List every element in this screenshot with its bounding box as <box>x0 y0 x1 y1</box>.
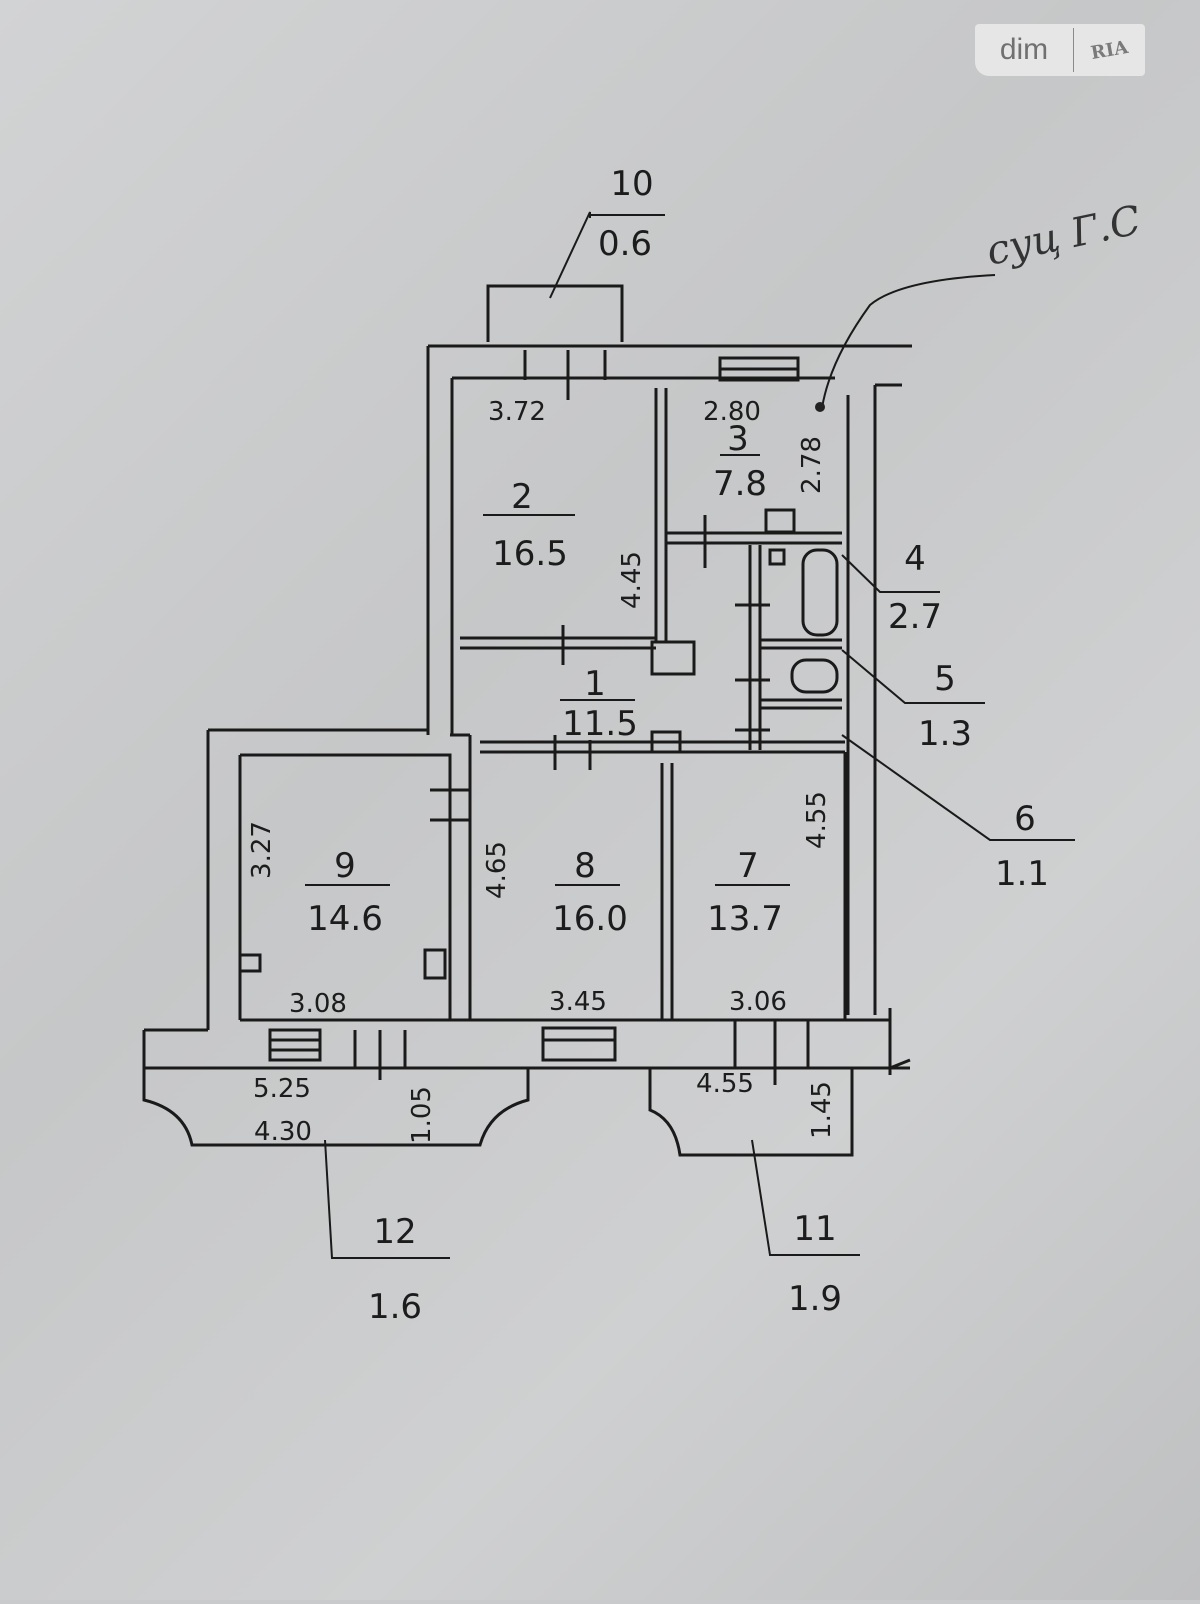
room-12-number: 12 <box>373 1212 416 1252</box>
room-1-area: 11.5 <box>562 704 638 744</box>
room-10-number: 10 <box>610 164 653 204</box>
room-2-number: 2 <box>511 477 533 517</box>
dim-r8-length: 4.65 <box>482 841 512 899</box>
dimria-watermark-logo: dim RIA <box>975 24 1145 76</box>
room-4-area: 2.7 <box>888 597 942 637</box>
room-5-area: 1.3 <box>918 714 972 754</box>
dim-r8-width: 3.45 <box>549 987 607 1017</box>
dim-r3-length: 2.78 <box>797 436 827 494</box>
room-1-number: 1 <box>584 664 606 704</box>
dim-r9-width: 3.08 <box>289 989 347 1019</box>
dim-r3-width: 2.80 <box>703 397 761 427</box>
logo-divider <box>1073 28 1074 72</box>
room-10-area: 0.6 <box>598 224 652 264</box>
dim-b12-inner: 4.30 <box>254 1117 312 1147</box>
room-11-area: 1.9 <box>788 1279 842 1319</box>
dim-b11-depth: 1.45 <box>807 1081 837 1139</box>
walls <box>142 284 912 1157</box>
room-number-underlines <box>305 454 790 886</box>
room-12-area: 1.6 <box>368 1287 422 1327</box>
room-9-number: 9 <box>334 846 356 886</box>
logo-dim: dim <box>999 33 1049 66</box>
room-6-area: 1.1 <box>995 854 1049 894</box>
balcony-12-outline <box>142 1068 530 1147</box>
dim-r2-length: 4.45 <box>617 551 647 609</box>
room-5-number: 5 <box>934 659 956 699</box>
dim-b12-outer: 5.25 <box>253 1074 311 1104</box>
logo-ria: RIA <box>1089 36 1130 64</box>
balcony-10-outline <box>486 284 624 342</box>
handwritten-note: суц Г.С <box>983 197 1145 274</box>
room-4-number: 4 <box>904 539 926 579</box>
room-8-area: 16.0 <box>552 899 628 939</box>
room-11-number: 11 <box>793 1209 836 1249</box>
dim-b12-depth: 1.05 <box>407 1086 437 1144</box>
leader-lines <box>324 211 1075 1259</box>
room-3-number: 3 <box>727 419 749 459</box>
room-2-area: 16.5 <box>492 534 568 574</box>
marker-dot <box>815 402 825 412</box>
room-7-number: 7 <box>737 846 759 886</box>
room-7-area: 13.7 <box>707 899 783 939</box>
balcony-11-outline <box>648 1068 854 1157</box>
dim-r2-width: 3.72 <box>488 397 546 427</box>
room-8-number: 8 <box>574 846 596 886</box>
dim-b11-width: 4.55 <box>696 1069 754 1099</box>
dim-r7-length: 4.55 <box>802 791 832 849</box>
room-9-area: 14.6 <box>307 899 383 939</box>
room-6-number: 6 <box>1014 799 1036 839</box>
dim-r7-width: 3.06 <box>729 987 787 1017</box>
room-3-area: 7.8 <box>713 464 767 504</box>
dim-r9-length: 3.27 <box>247 821 277 879</box>
